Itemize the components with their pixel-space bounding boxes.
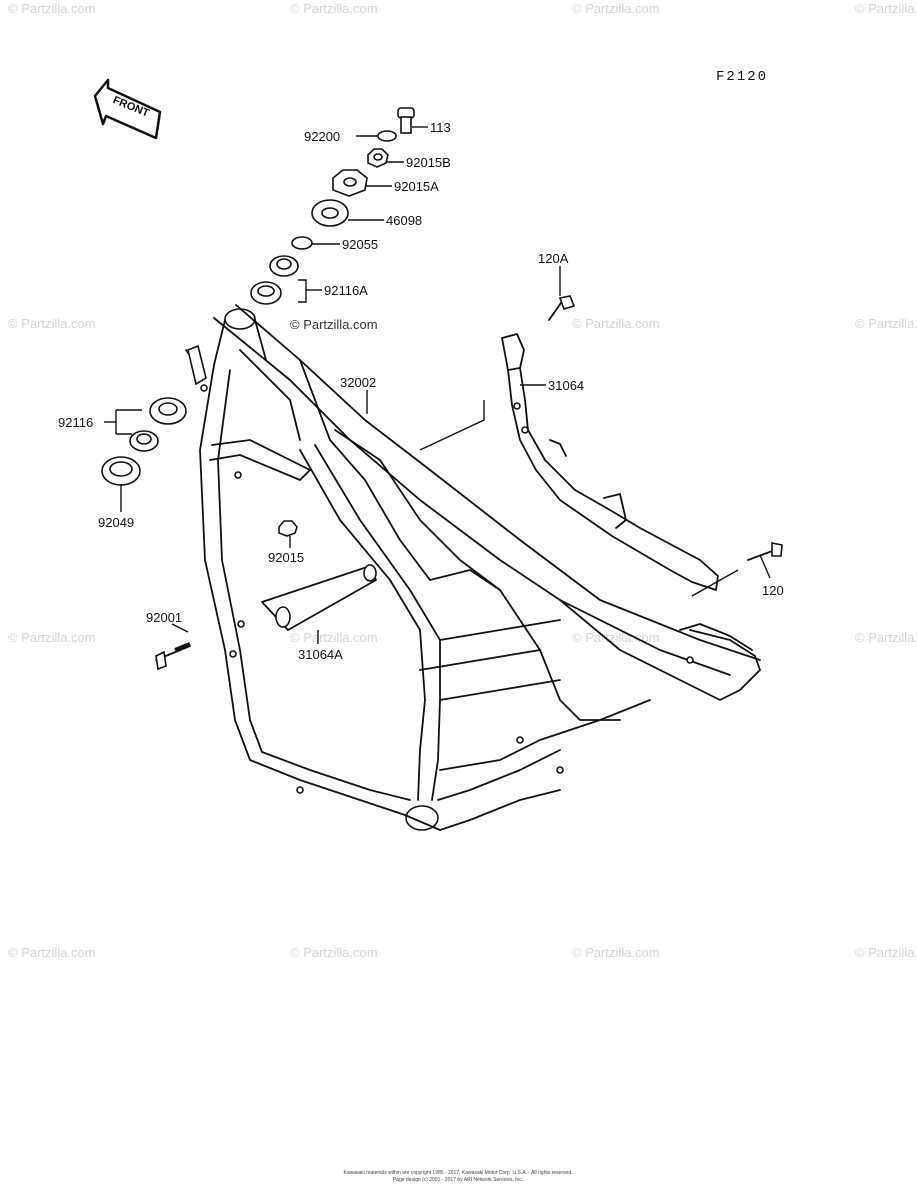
callout-113: 113 — [430, 120, 451, 135]
bolt-120-icon — [747, 542, 783, 561]
oring-92055-icon — [291, 236, 313, 250]
front-arrow-icon: FRONT — [93, 78, 162, 140]
watermark: © Partzilla.com — [572, 316, 660, 331]
watermark: © Partzilla.com — [8, 630, 96, 645]
watermark: © Partzilla.com — [8, 316, 96, 331]
watermark: © Partzilla.com — [855, 630, 917, 645]
callout-31064: 31064 — [548, 378, 584, 393]
watermark: © Partzilla.com — [855, 316, 917, 331]
bolt-92001-icon — [155, 642, 191, 671]
copyright-line-2: Page design (c) 2001 - 2017 by ARI Netwo… — [393, 1177, 523, 1183]
callout-92015: 92015 — [268, 550, 304, 565]
callout-92200: 92200 — [304, 129, 340, 144]
callout-92116A: 92116A — [324, 283, 368, 298]
watermark: © Partzilla.com — [8, 945, 96, 960]
callout-92049: 92049 — [98, 515, 134, 530]
watermark: © Partzilla.com — [290, 945, 378, 960]
callout-92015A: 92015A — [394, 179, 439, 194]
watermark: © Partzilla.com — [855, 945, 917, 960]
diagram-code: F2120 — [716, 69, 768, 85]
watermark: © Partzilla.com — [855, 1, 917, 16]
bolt-113-icon — [397, 107, 415, 134]
main-frame-32002-icon — [185, 304, 761, 831]
bolt-120A-icon — [548, 295, 576, 321]
steering-stack — [250, 107, 415, 305]
callout-92001: 92001 — [146, 610, 182, 625]
right-rail-parts — [501, 295, 783, 591]
side-rail-31064-icon — [501, 333, 719, 591]
callouts: 113 92200 92015B 92015A 46098 92055 9211… — [58, 120, 784, 662]
copyright-line-1: Kawasaki materials within are copyright … — [344, 1170, 573, 1176]
watermark: © Partzilla.com — [572, 945, 660, 960]
callout-31064A: 31064A — [298, 647, 343, 662]
watermark: © Partzilla.com — [290, 1, 378, 16]
watermark: © Partzilla.com — [290, 630, 378, 645]
washer-92200-icon — [377, 130, 397, 142]
watermark: © Partzilla.com — [572, 1, 660, 16]
callout-32002: 32002 — [340, 375, 376, 390]
callout-92116: 92116 — [58, 415, 93, 430]
lower-head-parts — [101, 397, 298, 671]
nut-92015-icon — [278, 520, 298, 537]
watermarks: © Partzilla.com © Partzilla.com © Partzi… — [8, 1, 917, 960]
callout-92015B: 92015B — [406, 155, 451, 170]
watermark: © Partzilla.com — [8, 1, 96, 16]
leader-lines — [104, 126, 771, 644]
watermark-center: © Partzilla.com — [290, 317, 378, 332]
callout-92055: 92055 — [342, 237, 378, 252]
callout-46098: 46098 — [386, 213, 422, 228]
watermark: © Partzilla.com — [572, 630, 660, 645]
callout-120: 120 — [762, 583, 784, 598]
callout-120A: 120A — [538, 251, 569, 266]
